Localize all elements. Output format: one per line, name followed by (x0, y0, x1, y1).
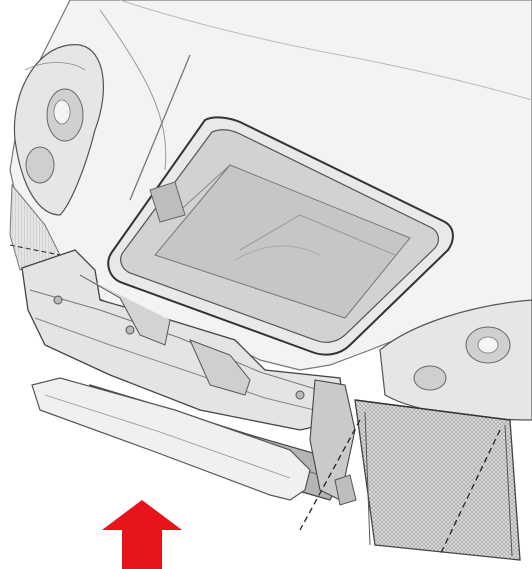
radiator-panel (334, 399, 521, 561)
arrow-up-icon (102, 500, 182, 569)
bumper-reinforcement (21, 249, 346, 431)
section-cut-lines (299, 419, 501, 556)
frunk-compartment (107, 116, 454, 356)
lower-bumper-bar (31, 377, 311, 501)
left-headlight (13, 44, 105, 216)
right-headlight (379, 299, 532, 421)
